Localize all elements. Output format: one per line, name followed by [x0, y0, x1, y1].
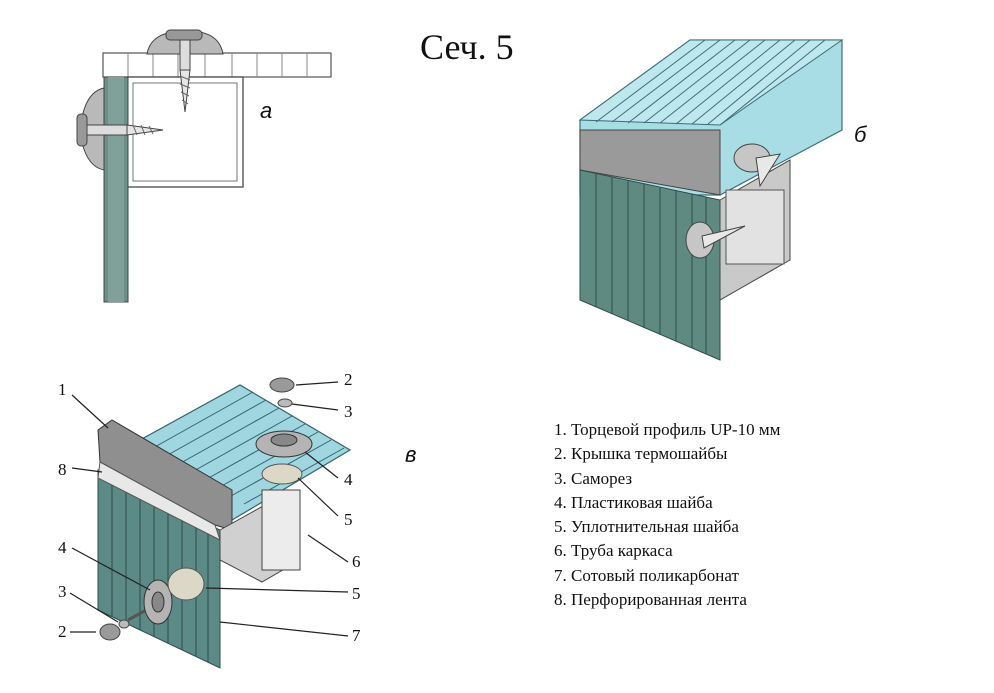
legend-item: 6. Труба каркаса — [554, 541, 673, 561]
figure-label-b: б — [854, 122, 867, 147]
leader-lines — [69, 381, 349, 637]
legend-item: 7. Сотовый поликарбонат — [554, 565, 739, 585]
callout-3-left: 3 — [58, 582, 67, 601]
section-b-drawing — [578, 39, 844, 361]
callout-4-left: 4 — [58, 538, 67, 557]
section-v-drawing — [97, 377, 352, 669]
legend-item: 4. Пластиковая шайба — [554, 492, 713, 512]
callout-4-right: 4 — [344, 470, 353, 489]
callout-5-right: 5 — [344, 510, 353, 529]
callout-3-right: 3 — [344, 402, 353, 421]
callout-1: 1 — [58, 380, 67, 399]
legend-item: 1. Торцевой профиль UP-10 мм — [554, 420, 781, 439]
figure-label-v: в — [405, 442, 417, 467]
section-a-drawing — [76, 29, 332, 303]
legend-item: 5. Уплотнительная шайба — [554, 517, 739, 537]
callout-8: 8 — [58, 460, 67, 479]
callout-2-left: 2 — [58, 622, 67, 641]
legend-item: 2. Крышка термошайбы — [554, 444, 728, 464]
callout-5-bottom: 5 — [352, 584, 361, 603]
callout-2-right: 2 — [344, 370, 353, 389]
legend-item: 8. Перфорированная лента — [554, 590, 747, 610]
figure-label-a: а — [260, 98, 273, 123]
legend: 1. Торцевой профиль UP-10 мм 2. Крышка т… — [554, 418, 780, 612]
page-title: Сеч. 5 — [420, 27, 514, 67]
callout-6: 6 — [352, 552, 361, 571]
legend-item: 3. Саморез — [554, 468, 633, 488]
callout-7: 7 — [352, 626, 361, 645]
